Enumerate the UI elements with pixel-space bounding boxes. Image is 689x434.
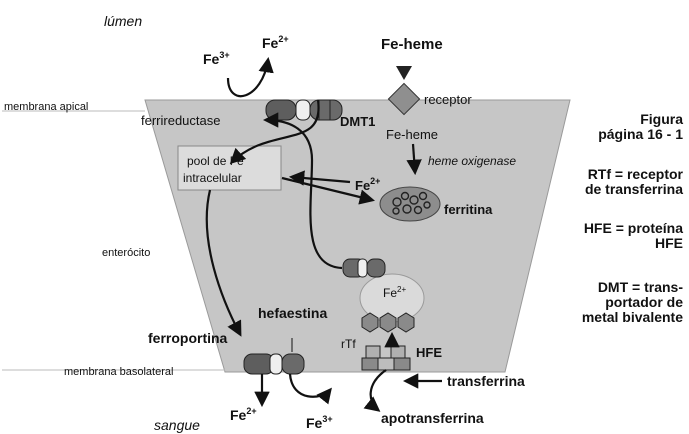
membrana-basolateral-label: membrana basolateral (64, 366, 173, 378)
internal-transporter (343, 259, 385, 277)
fe2-to-fe3-arrow (290, 374, 330, 397)
heme-oxigenase-label: heme oxigenase (428, 154, 516, 168)
legend-hfe-line1: HFE = proteína (584, 221, 683, 236)
legend-figura-line1: Figura (598, 112, 683, 127)
receptor-label: receptor (424, 92, 472, 107)
legend-figura: Figura página 16 - 1 (598, 112, 683, 142)
lumen-label: lúmen (104, 13, 142, 29)
ferrireductase-label: ferrireductase (141, 113, 220, 128)
dmt1-label: DMT1 (340, 114, 375, 129)
rtf-label: rTf (341, 337, 356, 351)
ferroportina-channel (244, 354, 304, 374)
fe3-bottom-label: Fe3+ (306, 414, 333, 431)
hefaestina-label: hefaestina (258, 305, 327, 321)
sangue-label: sangue (154, 417, 200, 433)
legend-dmt-line2: portador de (582, 295, 683, 310)
ferritina-label: ferritina (444, 202, 493, 217)
apotransferrina-label: apotransferrina (381, 410, 484, 426)
fe3-top-label: Fe3+ (203, 50, 230, 67)
legend-figura-line2: página 16 - 1 (598, 127, 683, 142)
enterocito-label: enterócito (102, 247, 150, 259)
hfe-label: HFE (416, 345, 442, 360)
membrana-apical-label: membrana apical (4, 101, 88, 113)
fe-heme-inner-label: Fe-heme (386, 127, 438, 142)
fe2-bottom-label: Fe2+ (230, 406, 257, 423)
fe2-top-label: Fe2+ (262, 34, 289, 51)
legend-hfe-line2: HFE (584, 236, 683, 251)
dmt1-channel (266, 100, 342, 120)
legend-dmt-line3: metal bivalente (582, 310, 683, 325)
legend-rtf-line2: de transferrina (585, 182, 683, 197)
ferritina-sphere (380, 187, 440, 221)
legend-rtf-line1: RTf = receptor (585, 167, 683, 182)
apotransferrina-out-arrow (371, 370, 386, 410)
fe-heme-top-label: Fe-heme (381, 36, 443, 53)
pool-label-line1: pool de Fe (187, 154, 244, 168)
fe3-reduction-arrow (228, 60, 268, 96)
legend-dmt: DMT = trans- portador de metal bivalente (582, 280, 683, 325)
legend-dmt-line1: DMT = trans- (582, 280, 683, 295)
pool-label-line2: intracelular (183, 171, 242, 185)
ferroportina-label: ferroportina (148, 330, 228, 346)
transferrina-label: transferrina (447, 373, 525, 389)
legend-rtf: RTf = receptor de transferrina (585, 167, 683, 197)
legend-hfe: HFE = proteína HFE (584, 221, 683, 251)
